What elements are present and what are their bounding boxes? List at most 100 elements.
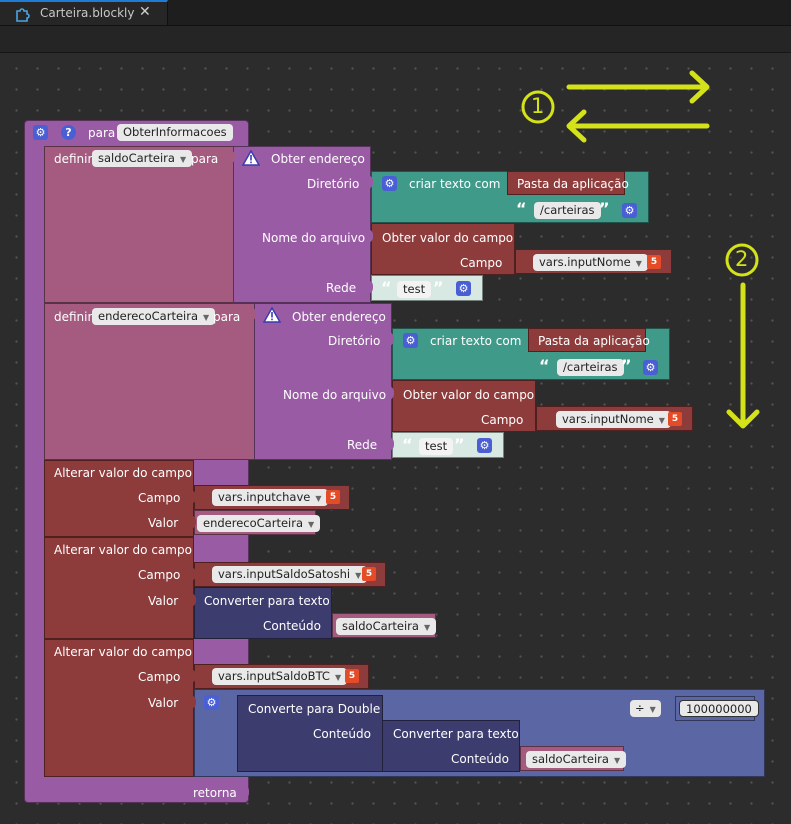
gear-icon[interactable]: ⚙ — [382, 176, 397, 191]
conteudo-dropdown-5[interactable]: saldoCarteira ▼ — [526, 751, 627, 768]
connector-notch — [229, 150, 235, 164]
operator-dropdown[interactable]: ÷▼ — [630, 700, 661, 717]
variable-name-1: saldoCarteira — [98, 151, 175, 165]
set-variable-block-2[interactable] — [44, 303, 256, 460]
html5-icon: 5 — [647, 255, 661, 269]
obter-endereco-block-1[interactable] — [233, 146, 371, 303]
gear-icon[interactable]: ⚙ — [403, 333, 418, 348]
alterar-label-4: Alterar valor do campo — [54, 543, 192, 557]
valor-label-3: Valor — [148, 516, 179, 530]
tab-carteira[interactable]: Carteira.blockly ✕ — [0, 0, 168, 25]
connector-notch — [190, 515, 196, 529]
close-icon[interactable]: ✕ — [139, 4, 151, 20]
alterar-label-5: Alterar valor do campo — [54, 645, 192, 659]
obter-endereco-block-2[interactable] — [254, 303, 392, 460]
rede-text-field-1[interactable]: test — [397, 281, 432, 298]
converte-double-block-5[interactable] — [237, 695, 383, 772]
rede-label-1: Rede — [326, 281, 357, 295]
chevron-down-icon: ▼ — [613, 756, 621, 765]
chevron-down-icon: ▼ — [423, 623, 431, 632]
procedure-para-label: para — [88, 126, 116, 140]
nome-arquivo-label-1: Nome do arquivo — [262, 231, 366, 245]
valor-dropdown-3[interactable]: enderecoCarteira▼ — [197, 515, 321, 532]
diretorio-label-2: Diretório — [328, 334, 381, 348]
connector-notch — [190, 669, 196, 683]
chevron-down-icon: ▼ — [649, 705, 656, 714]
connector-notch — [388, 332, 394, 346]
alterar-label-3: Alterar valor do campo — [54, 466, 192, 480]
campo-value-2: vars.inputNome — [562, 412, 654, 426]
quote-open-icon: “ — [516, 199, 527, 218]
converter-texto-block-5[interactable] — [382, 720, 520, 772]
set-variable-block-1[interactable] — [44, 146, 235, 303]
rede-text-field-2[interactable]: test — [419, 438, 454, 455]
divisor-field[interactable]: 100000000 — [679, 700, 759, 717]
connector-notch — [388, 386, 394, 400]
annotation-arrows — [521, 70, 760, 429]
campo-value-3: vars.inputchave — [218, 490, 311, 504]
warning-icon[interactable] — [241, 149, 261, 166]
pasta-aplicacao-block-2[interactable] — [528, 328, 646, 352]
connector-notch — [243, 785, 249, 799]
alterar-valor-block-4[interactable] — [44, 537, 194, 639]
campo-value-4: vars.inputSaldoSatoshi — [218, 567, 351, 581]
connector-notch — [388, 437, 394, 451]
campo-label-4: Campo — [138, 568, 181, 582]
blockly-workspace[interactable]: ⚙ ? para ObterInformacoes retorna defini… — [0, 53, 791, 824]
procedure-name-field[interactable]: ObterInformacoes — [117, 124, 233, 141]
connector-notch — [367, 229, 373, 243]
annotation-number-1: 1 — [531, 94, 545, 118]
connector-notch — [367, 175, 373, 189]
campo-dropdown-4[interactable]: vars.inputSaldoSatoshi ▼ — [212, 566, 368, 583]
text-field-carteiras-2[interactable]: /carteiras — [557, 359, 624, 376]
gear-icon[interactable]: ⚙ — [456, 281, 471, 296]
warning-icon[interactable] — [262, 306, 282, 323]
variable-dropdown-2[interactable]: enderecoCarteira▼ — [92, 308, 216, 325]
campo-dropdown-1[interactable]: vars.inputNome ▼ — [533, 254, 648, 271]
text-field-carteiras-1[interactable]: /carteiras — [534, 202, 601, 219]
campo-dropdown-5[interactable]: vars.inputSaldoBTC ▼ — [212, 668, 348, 685]
chevron-down-icon: ▼ — [658, 416, 665, 425]
campo-label-1: Campo — [460, 256, 503, 270]
definir-label-1: definir — [54, 152, 93, 166]
help-icon[interactable]: ? — [61, 125, 76, 140]
variable-name-2: enderecoCarteira — [98, 309, 199, 323]
chevron-down-icon: ▼ — [635, 259, 642, 268]
conteudo-dropdown-4[interactable]: saldoCarteira▼ — [336, 618, 437, 635]
pasta-aplicacao-block-1[interactable] — [507, 171, 625, 195]
gear-icon[interactable]: ⚙ — [477, 438, 492, 453]
procedure-returns-label: retorna — [193, 786, 237, 800]
criar-texto-label-2: criar texto com — [430, 334, 522, 348]
alterar-valor-block-5[interactable] — [44, 639, 194, 777]
definir-label-2: definir — [54, 310, 93, 324]
campo-value-5: vars.inputSaldoBTC — [218, 669, 330, 683]
gear-icon[interactable]: ⚙ — [643, 360, 658, 375]
quote-open-icon: “ — [381, 278, 392, 297]
connector-notch — [250, 307, 256, 321]
variable-dropdown-1[interactable]: saldoCarteira▼ — [92, 150, 193, 167]
conteudo-value-5: saldoCarteira — [532, 752, 609, 766]
converter-texto-block-4[interactable] — [194, 587, 332, 639]
diretorio-label-1: Diretório — [307, 177, 360, 191]
obter-valor-block-1[interactable] — [371, 223, 515, 275]
converter-label-4: Converter para texto — [204, 594, 330, 608]
obter-valor-block-2[interactable] — [392, 380, 536, 432]
gear-icon[interactable]: ⚙ — [33, 125, 48, 140]
alterar-valor-block-3[interactable] — [44, 460, 194, 537]
pasta-aplicacao-label-1: Pasta da aplicação — [517, 177, 629, 191]
campo-label-2: Campo — [481, 413, 524, 427]
campo-dropdown-3[interactable]: vars.inputchave ▼ — [212, 489, 328, 506]
chevron-down-icon: ▼ — [334, 673, 342, 682]
campo-dropdown-2[interactable]: vars.inputNome ▼ — [556, 411, 671, 428]
quote-close-icon: ” — [599, 199, 610, 218]
connector-notch — [190, 593, 196, 607]
gear-icon[interactable]: ⚙ — [622, 203, 637, 218]
gear-icon[interactable]: ⚙ — [204, 695, 219, 710]
criar-texto-label-1: criar texto com — [409, 177, 501, 191]
chevron-down-icon: ▼ — [355, 571, 362, 580]
chevron-down-icon: ▼ — [315, 494, 322, 503]
tab-title: Carteira.blockly — [40, 6, 135, 20]
quote-close-icon: ” — [621, 356, 632, 375]
campo-value-1: vars.inputNome — [539, 255, 631, 269]
conteudo-label-4: Conteúdo — [263, 619, 321, 633]
